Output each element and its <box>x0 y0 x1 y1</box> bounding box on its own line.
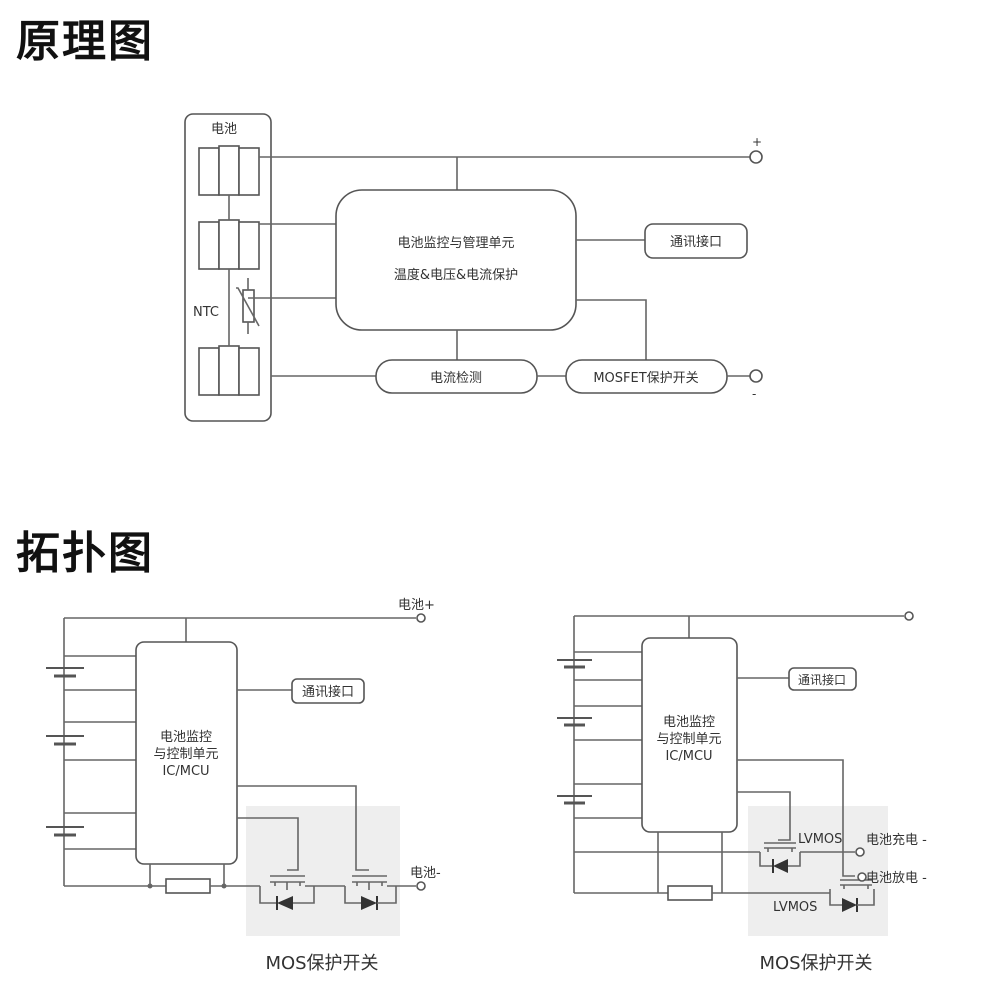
positive-sign: + <box>752 135 762 149</box>
bms-line-2: 温度&电压&电流保护 <box>394 267 518 283</box>
left-comm-label: 通讯接口 <box>302 684 354 700</box>
battery-label: 电池 <box>211 122 237 137</box>
right-comm-label: 通讯接口 <box>798 672 846 687</box>
topology-left-diagram: 电池+ 电池监控 与控制单元 IC/MCU 通讯接口 <box>46 598 441 974</box>
right-ic-line-3: IC/MCU <box>665 749 712 764</box>
discharge-terminal <box>857 872 867 882</box>
mosfet-switch-label: MOSFET保护开关 <box>593 371 698 386</box>
battery-cells-bottom <box>198 345 260 396</box>
right-plus-terminal <box>904 611 914 621</box>
left-ic-box <box>135 641 238 865</box>
battery-minus-label: 电池- <box>410 866 441 881</box>
negative-sign: - <box>752 387 756 401</box>
lvmos-label-2: LVMOS <box>773 900 817 915</box>
right-ic-line-2: 与控制单元 <box>656 732 721 747</box>
charge-label: 电池充电 - <box>866 832 927 848</box>
left-ic-line-1: 电池监控 <box>160 730 212 745</box>
left-mosfet-2 <box>344 875 397 910</box>
negative-terminal <box>749 369 763 383</box>
right-lvmos-discharge <box>829 879 875 912</box>
topology-title: 拓扑图 <box>16 528 154 579</box>
comm-interface-label: 通讯接口 <box>670 234 722 250</box>
bms-line-1: 电池监控与管理单元 <box>397 236 514 251</box>
right-lvmos-charge <box>759 842 801 873</box>
comm-interface-box <box>644 223 748 259</box>
battery-plus-terminal <box>416 613 426 623</box>
left-mosfet-1 <box>259 875 315 910</box>
battery-cells-middle <box>198 219 260 270</box>
right-ic-line-1: 电池监控 <box>663 715 715 730</box>
right-ic-box <box>641 637 738 833</box>
positive-terminal <box>749 150 763 164</box>
left-ic-line-3: IC/MCU <box>162 764 209 779</box>
discharge-label: 电池放电 - <box>866 871 927 886</box>
right-shunt-resistor <box>667 885 713 901</box>
charge-terminal <box>855 847 865 857</box>
right-battery-cells <box>557 659 592 805</box>
left-mos-caption: MOS保护开关 <box>265 953 378 974</box>
mos-highlight-right <box>748 806 888 936</box>
left-comm-box <box>291 678 365 704</box>
topology-right-diagram: 电池监控 与控制单元 IC/MCU 通讯接口 LVMOS 电池充电 - <box>557 611 927 974</box>
mos-highlight-left <box>246 806 400 936</box>
right-comm-box <box>788 667 857 691</box>
schematic-diagram: 电池 NTC + 电池监控与管理单元 温度&电压&电流保护 <box>184 113 763 422</box>
schematic-title: 原理图 <box>16 16 154 67</box>
left-shunt-resistor <box>165 878 211 894</box>
left-battery-cells <box>46 667 84 837</box>
battery-cells-top <box>198 145 260 196</box>
current-detect-label: 电流检测 <box>430 371 482 386</box>
right-mos-caption: MOS保护开关 <box>759 953 872 974</box>
bms-unit-box <box>335 189 577 331</box>
left-ic-line-2: 与控制单元 <box>153 747 218 762</box>
battery-plus-label: 电池+ <box>398 598 435 613</box>
lvmos-label-1: LVMOS <box>798 832 842 847</box>
ntc-label: NTC <box>193 305 219 320</box>
battery-minus-terminal <box>416 881 426 891</box>
